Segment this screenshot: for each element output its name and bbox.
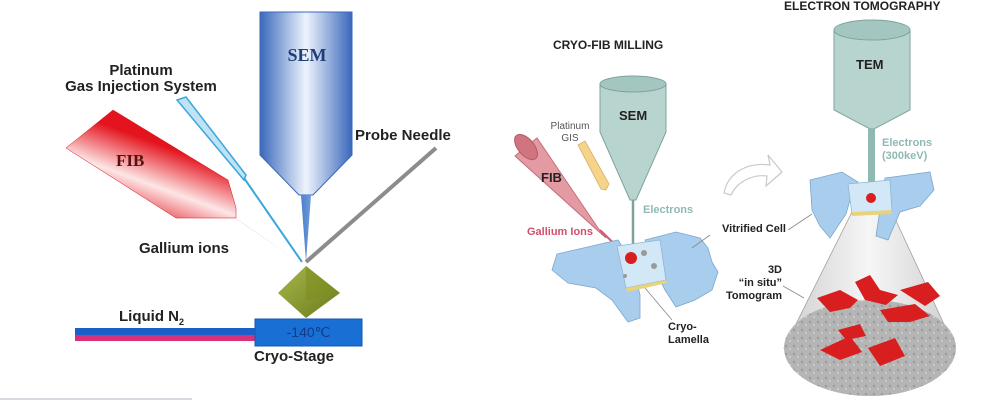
cryo-stage-label: Cryo-Stage — [254, 348, 335, 365]
tomogram-insitu-label: “in situ” — [738, 277, 782, 289]
tomogram-label: Tomogram — [725, 290, 782, 302]
platinum-label: Platinum — [109, 62, 173, 79]
gis-rod — [577, 140, 610, 191]
sample-pyramid — [278, 266, 340, 318]
probe-needle — [304, 146, 438, 264]
cryo-stage-block — [254, 318, 363, 347]
gis-label: GIS — [561, 133, 579, 144]
fib-column — [65, 109, 302, 264]
sem-column — [259, 11, 353, 262]
electrons-label: Electrons — [643, 204, 694, 216]
tomogram-3d-label: 3D — [767, 264, 782, 276]
gallium-ions-label: Gallium ions — [139, 240, 230, 257]
liquid-n2-text: Liquid N — [119, 308, 179, 325]
liquid-n2-label: Liquid N2 — [119, 308, 185, 328]
leader-tomogram — [782, 285, 805, 299]
energy-label: (300keV) — [882, 150, 928, 162]
vitrified-cell-left — [551, 231, 719, 323]
gallium-ions-right-label: Gallium Ions — [527, 226, 594, 238]
probe-needle-label: Probe Needle — [355, 127, 451, 144]
liquid-n2-subscript: 2 — [179, 317, 185, 327]
arrow-icon — [723, 154, 783, 196]
leader-vitrified — [691, 234, 711, 249]
left-panel-frame — [0, 0, 192, 400]
sem-column-right — [599, 75, 667, 258]
gas-injection-system-label: Gas Injection System — [65, 78, 217, 95]
electrons-tem-label: Electrons — [882, 137, 933, 149]
leader-lamella — [644, 287, 673, 321]
temperature-label: -140℃ — [286, 324, 331, 340]
vitrified-cell-label: Vitrified Cell — [722, 223, 786, 235]
lamella-label: Lamella — [668, 334, 709, 346]
tem-label: TEM — [856, 57, 884, 72]
fib-right-label: FIB — [541, 170, 562, 185]
leader-vitrified-2 — [787, 213, 813, 231]
sem-right-label: SEM — [619, 108, 648, 123]
vitrified-cell-right — [809, 171, 935, 241]
fib-label: FIB — [116, 151, 145, 170]
cryo-label: Cryo- — [668, 321, 697, 333]
liquid-n2-line — [75, 328, 255, 341]
tem-column — [833, 19, 911, 198]
electron-tomography-title: ELECTRON TOMOGRAPHY — [784, 0, 941, 13]
cryo-fib-milling-title: CRYO-FIB MILLING — [553, 38, 664, 52]
gis-nozzle — [175, 96, 303, 263]
protein-structures — [817, 275, 940, 366]
platinum-right-label: Platinum — [550, 121, 590, 132]
tomogram-cone — [783, 211, 956, 396]
sem-label: SEM — [287, 45, 327, 65]
